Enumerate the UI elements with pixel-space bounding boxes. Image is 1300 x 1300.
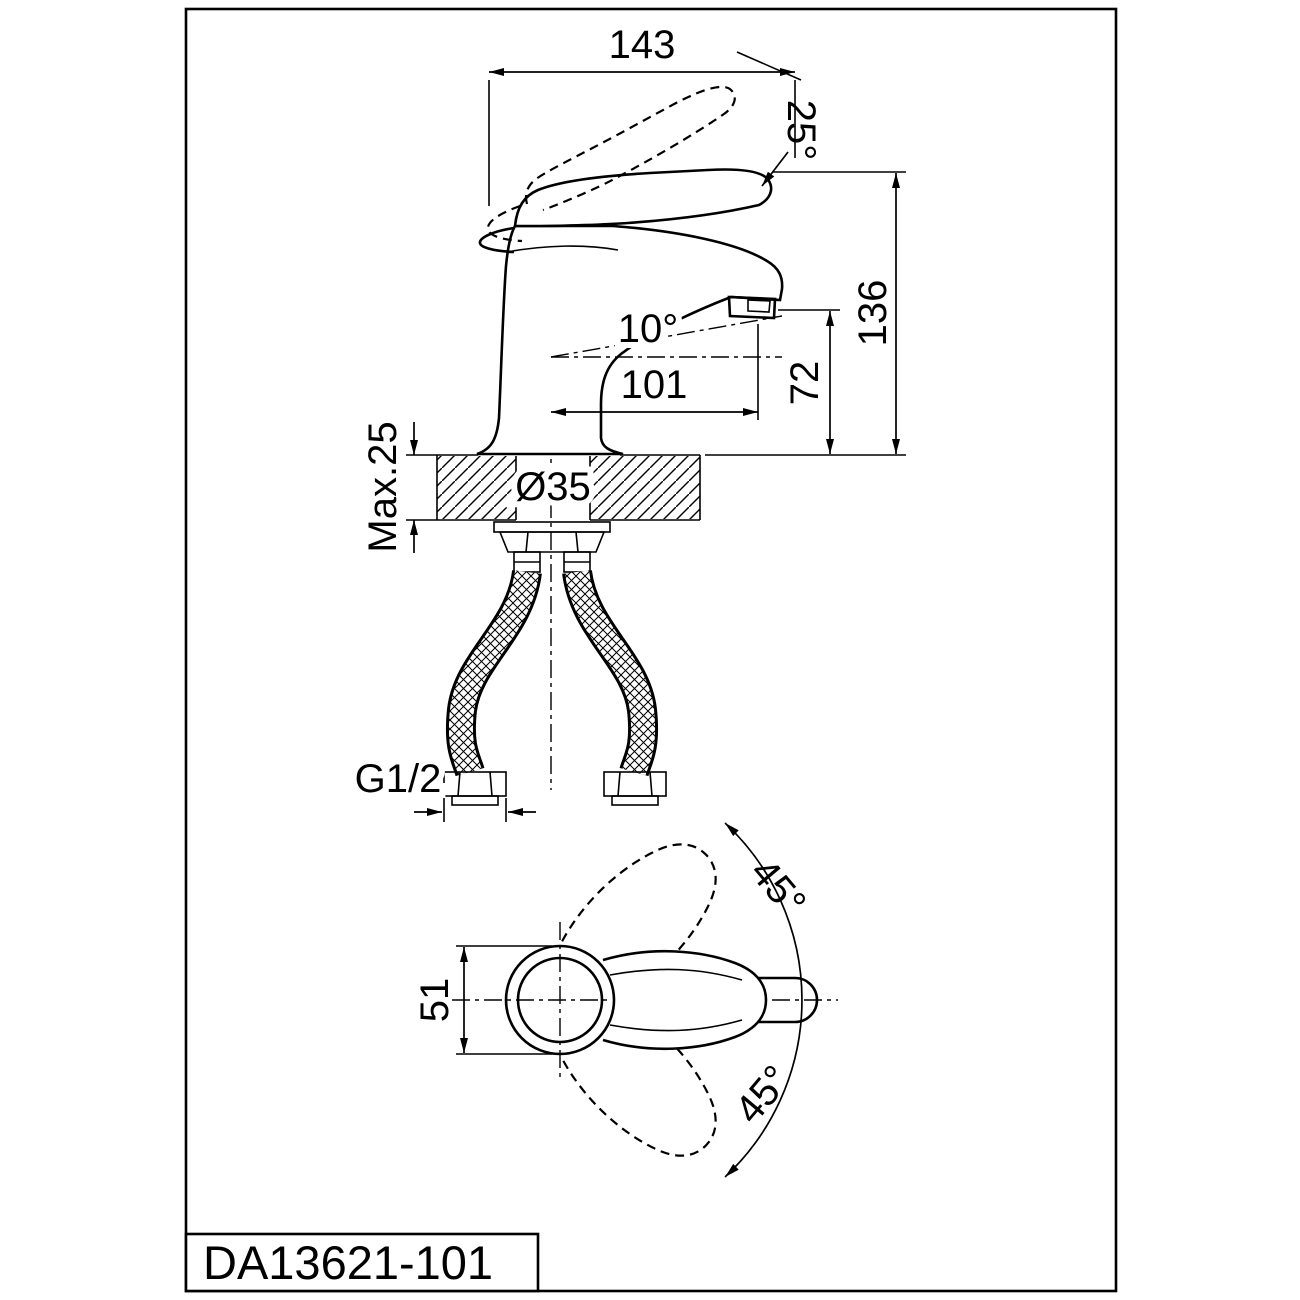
deck-hatch-left bbox=[437, 456, 516, 519]
dim-aerator-height-label: 72 bbox=[783, 361, 827, 406]
body-circle-inner bbox=[516, 956, 604, 1044]
dim-spout-reach: 101 bbox=[551, 324, 759, 420]
aerator-detail bbox=[747, 299, 771, 313]
deck-end-lines bbox=[436, 455, 701, 520]
dim-thread: G1/2 bbox=[349, 751, 536, 822]
handle-top-contours bbox=[609, 968, 743, 1032]
handle-top-outline bbox=[602, 949, 768, 1051]
handle-top-dashed-lower bbox=[561, 1001, 717, 1157]
handle-rear-tab bbox=[478, 226, 515, 254]
side-view: 143 25° 136 72 101 1 bbox=[349, 23, 906, 822]
hose-fitting-right bbox=[603, 771, 667, 806]
body-circle-outer bbox=[504, 944, 616, 1056]
mounting-nut bbox=[498, 531, 606, 553]
dim-stream-angle-label: 10° bbox=[618, 307, 679, 351]
body-seam-line bbox=[506, 245, 619, 253]
dim-total-length: 143 bbox=[488, 23, 802, 206]
handle-top-dashed-upper bbox=[561, 843, 717, 999]
dim-max-thickness-label: Max.25 bbox=[361, 421, 405, 552]
dim-total-height: 136 bbox=[705, 171, 906, 456]
dim-total-length-label: 143 bbox=[609, 23, 676, 67]
hose-left-braid bbox=[448, 569, 539, 776]
hose-fitting-left bbox=[443, 771, 507, 806]
mounting-deck bbox=[436, 454, 701, 521]
dim-handle-angle: 25° bbox=[761, 100, 823, 187]
dim-aerator-height: 72 bbox=[778, 309, 840, 454]
deck-hole-edges bbox=[515, 456, 591, 520]
dim-thread-label: G1/2 bbox=[355, 757, 442, 801]
dim-stream-angle: 10° bbox=[550, 301, 783, 358]
handle-raised-rear-dashed bbox=[486, 204, 523, 243]
swing-arc bbox=[724, 822, 803, 1178]
title-block-box bbox=[184, 1232, 540, 1293]
model-number: DA13621-101 bbox=[203, 1236, 493, 1289]
spout-top-view bbox=[752, 976, 819, 1024]
dim-body-width-label: 51 bbox=[413, 978, 457, 1023]
deck-hatch-right bbox=[590, 456, 700, 519]
dim-spout-reach-label: 101 bbox=[621, 363, 688, 407]
supply-hoses bbox=[443, 569, 667, 806]
hose-right-braid bbox=[565, 569, 656, 776]
dim-handle-angle-label: 25° bbox=[779, 100, 823, 161]
faucet-body bbox=[476, 224, 784, 456]
title-block: DA13621-101 bbox=[184, 1232, 540, 1293]
dim-max-thickness: Max.25 bbox=[361, 421, 437, 553]
dim-body-width: 51 bbox=[413, 945, 552, 1055]
drawing-frame bbox=[184, 7, 1118, 1293]
mounting-nut-facets bbox=[525, 531, 579, 553]
dim-hole-diameter-label: Ø35 bbox=[515, 465, 591, 509]
dim-total-height-label: 136 bbox=[851, 280, 895, 347]
handle-raised-dashed bbox=[524, 85, 736, 212]
